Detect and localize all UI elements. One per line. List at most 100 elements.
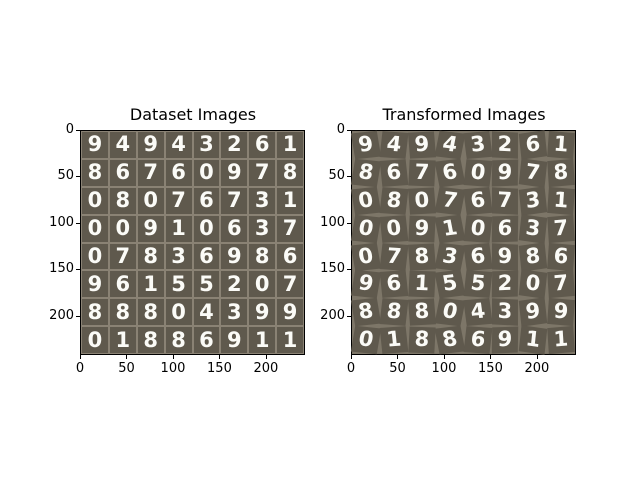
x-tick-label: 50 xyxy=(118,361,135,376)
y-tick xyxy=(347,315,351,317)
digit-cell: 6 xyxy=(193,187,220,214)
x-tick-label: 100 xyxy=(160,361,186,376)
digit-cell: 1 xyxy=(277,327,303,353)
digit-cell: 8 xyxy=(408,326,436,354)
y-tick xyxy=(347,130,351,131)
digit-cell: 0 xyxy=(463,214,492,243)
digit-cell: 6 xyxy=(547,242,575,271)
digit-cell: 0 xyxy=(82,243,108,270)
digit-cell: 6 xyxy=(109,159,136,186)
digit-cell: 8 xyxy=(137,327,164,353)
x-tick-label: 50 xyxy=(389,361,406,376)
digit-cell: 5 xyxy=(434,270,465,299)
digit-cell: 9 xyxy=(221,327,248,353)
x-tick-label: 200 xyxy=(524,361,550,376)
digit-cell: 9 xyxy=(221,243,248,270)
digit-cell: 1 xyxy=(277,187,303,214)
digit-cell: 8 xyxy=(277,159,303,186)
right-plot-title: Transformed Images xyxy=(382,105,546,124)
digit-cell: 0 xyxy=(379,214,409,243)
digit-cell: 6 xyxy=(193,243,220,270)
digit-cell: 9 xyxy=(492,326,519,354)
digit-cell: 3 xyxy=(492,298,519,326)
digit-cell: 3 xyxy=(249,187,276,214)
digit-cell: 0 xyxy=(407,187,436,215)
digit-cell: 4 xyxy=(379,131,409,159)
digit-cell: 9 xyxy=(519,297,548,327)
digit-cell: 8 xyxy=(407,298,436,326)
digit-cell: 0 xyxy=(193,159,220,186)
digit-cell: 5 xyxy=(463,270,492,299)
y-tick xyxy=(76,176,80,178)
y-tick-label: 150 xyxy=(49,261,74,277)
digit-cell: 9 xyxy=(249,299,276,326)
x-tick-label: 150 xyxy=(207,361,232,376)
y-tick-label: 200 xyxy=(49,307,74,323)
x-tick-label: 0 xyxy=(346,361,356,376)
x-tick xyxy=(265,355,267,359)
digit-cell: 7 xyxy=(165,187,192,214)
digit-cell: 3 xyxy=(519,213,548,244)
digit-cell: 0 xyxy=(109,215,136,242)
digit-cell: 8 xyxy=(82,159,108,186)
digit-cell: 6 xyxy=(462,242,493,271)
digit-cell: 1 xyxy=(547,326,575,355)
digit-cell: 0 xyxy=(434,297,465,327)
digit-cell: 3 xyxy=(193,132,220,158)
y-tick-label: 100 xyxy=(320,214,345,230)
digit-cell: 0 xyxy=(82,327,108,353)
digit-cell: 0 xyxy=(350,325,381,355)
y-tick-label: 200 xyxy=(320,307,345,323)
digit-cell: 6 xyxy=(462,186,493,215)
digit-cell: 9 xyxy=(137,132,164,158)
digit-cell: 9 xyxy=(408,215,436,242)
x-tick xyxy=(172,355,174,359)
digit-cell: 1 xyxy=(547,130,575,159)
x-tick-label: 200 xyxy=(253,361,279,376)
digit-cell: 7 xyxy=(109,243,136,270)
digit-cell: 6 xyxy=(277,243,303,270)
digit-cell: 0 xyxy=(519,269,548,299)
digit-cell: 1 xyxy=(249,327,276,353)
digit-cell: 5 xyxy=(193,271,220,298)
digit-cell: 9 xyxy=(82,271,108,298)
digit-cell: 0 xyxy=(165,299,192,326)
digit-cell: 7 xyxy=(379,242,409,271)
digit-cell: 8 xyxy=(407,242,436,271)
x-tick xyxy=(126,355,128,359)
digit-cell: 0 xyxy=(193,215,220,242)
y-tick-label: 50 xyxy=(328,168,345,184)
digit-cell: 8 xyxy=(379,186,409,215)
digit-cell: 0 xyxy=(249,271,276,298)
digit-cell: 6 xyxy=(463,326,492,354)
digit-cell: 6 xyxy=(221,215,248,242)
digit-cell: 7 xyxy=(434,186,465,215)
digit-cell: 7 xyxy=(408,159,436,187)
x-tick xyxy=(443,355,445,359)
x-tick xyxy=(219,355,221,359)
y-tick-label: 150 xyxy=(320,261,345,277)
x-tick-label: 0 xyxy=(75,361,85,376)
digit-cell: 9 xyxy=(407,131,436,159)
digit-cell: 1 xyxy=(547,186,575,215)
digit-cell: 8 xyxy=(137,243,164,270)
digit-cell: 7 xyxy=(277,215,303,242)
digit-cell: 8 xyxy=(350,158,381,187)
digit-cell: 3 xyxy=(519,186,548,216)
digit-cell: 1 xyxy=(109,327,136,353)
digit-cell: 1 xyxy=(137,271,164,298)
digit-cell: 8 xyxy=(165,327,192,353)
digit-cell: 9 xyxy=(350,270,381,299)
digit-cell: 3 xyxy=(221,299,248,326)
digit-cell: 8 xyxy=(350,298,381,327)
digit-cell: 8 xyxy=(109,299,136,326)
digit-cell: 6 xyxy=(165,159,192,186)
digit-cell: 4 xyxy=(193,299,220,326)
digit-cell: 7 xyxy=(221,187,248,214)
y-tick-label: 0 xyxy=(336,122,345,137)
digit-cell: 1 xyxy=(379,326,409,354)
digit-cell: 7 xyxy=(277,271,303,298)
y-tick xyxy=(347,176,351,178)
digit-cell: 8 xyxy=(109,187,136,214)
